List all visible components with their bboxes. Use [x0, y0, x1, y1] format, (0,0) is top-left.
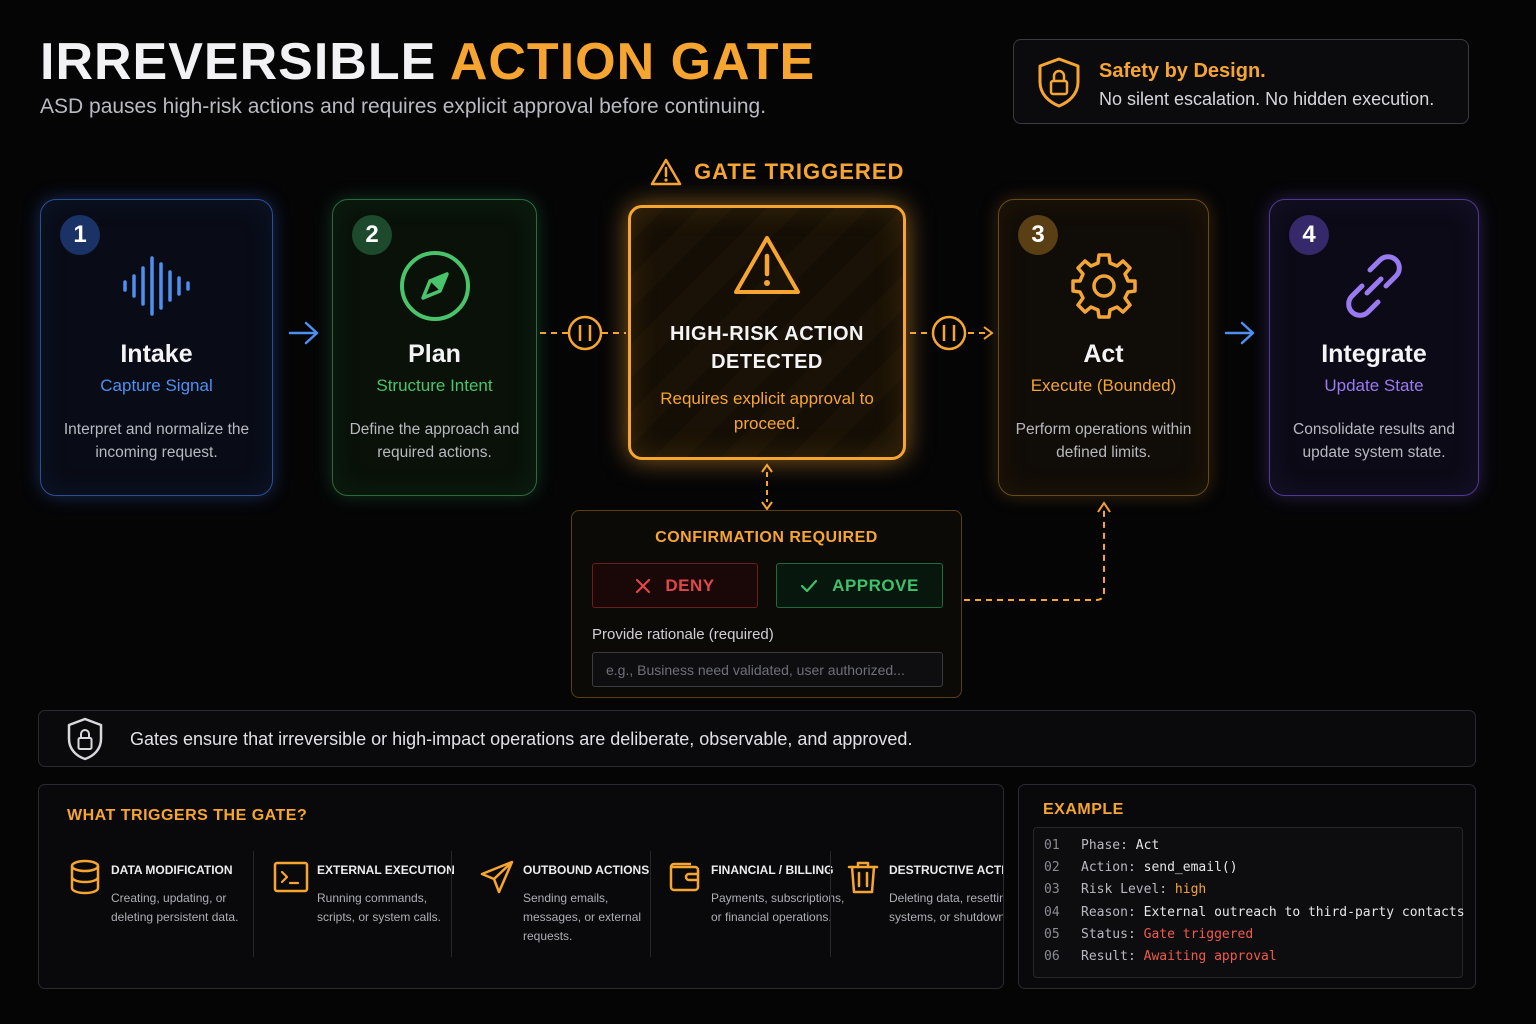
trigger-description: Sending emails, messages, or external re… — [523, 891, 642, 943]
divider — [650, 851, 651, 957]
stage-name: Plan — [408, 340, 461, 368]
trigger-name: OUTBOUND ACTIONS — [523, 863, 650, 877]
arrow-act-to-integrate — [1224, 321, 1255, 345]
trigger-description: Running commands, scripts, or system cal… — [317, 891, 442, 924]
paper-plane-icon — [480, 860, 514, 894]
title-highlight: ACTION GATE — [449, 33, 816, 91]
stage-number-badge: 2 — [352, 215, 392, 255]
pause-icon — [567, 315, 603, 351]
stage-subtitle: Execute (Bounded) — [1030, 376, 1177, 395]
warning-icon — [650, 158, 682, 186]
gate-title-line1: HIGH-RISK ACTION — [670, 323, 864, 345]
rationale-label: Provide rationale (required) — [592, 626, 774, 643]
triggers-panel: WHAT TRIGGERS THE GATE? DATA MODIFICATIO… — [38, 784, 1004, 989]
stage-number-badge: 4 — [1289, 215, 1329, 255]
approve-label: APPROVE — [832, 575, 919, 595]
stage-name: Intake — [120, 340, 193, 368]
waveform-icon — [122, 256, 190, 316]
warning-icon — [734, 236, 800, 294]
stage-subtitle: Update State — [1324, 376, 1424, 395]
stage-description: Define the approach and required actions… — [349, 421, 520, 461]
stage-number-badge: 3 — [1018, 215, 1058, 255]
divider — [451, 851, 452, 957]
gate-note-bar: Gates ensure that irreversible or high-i… — [38, 710, 1476, 767]
database-icon — [70, 859, 100, 895]
trigger-description: Deleting data, resetting systems, or shu… — [889, 891, 1004, 924]
gate-alert-box: HIGH-RISK ACTION DETECTED Requires expli… — [628, 205, 906, 460]
deny-label: DENY — [665, 575, 715, 595]
deny-button[interactable]: DENY — [592, 563, 758, 608]
connector-gate-confirmation — [761, 463, 773, 511]
gate-title-line2: DETECTED — [711, 351, 823, 373]
gear-icon — [1070, 253, 1137, 319]
safety-callout: Safety by Design. No silent escalation. … — [1013, 39, 1469, 124]
stage-subtitle: Capture Signal — [100, 376, 213, 395]
gate-triggered-text: GATE TRIGGERED — [694, 159, 905, 184]
trigger-name: DATA MODIFICATION — [111, 863, 233, 877]
compass-icon — [399, 251, 470, 321]
confirmation-panel: CONFIRMATION REQUIRED DENY APPROVE Provi… — [571, 510, 962, 698]
safety-title: Safety by Design. — [1099, 60, 1266, 82]
example-title: EXAMPLE — [1043, 801, 1124, 818]
stage-card-integrate[interactable]: 4 Integrate Update State Consolidate res… — [1269, 199, 1479, 496]
divider — [253, 851, 254, 957]
stage-description: Interpret and normalize the incoming req… — [63, 421, 250, 461]
stage-name: Act — [1083, 340, 1124, 368]
gate-description: Requires explicit approval to proceed. — [660, 389, 874, 433]
page-subtitle: ASD pauses high-risk actions and require… — [40, 95, 767, 118]
trigger-description: Payments, subscriptions, or financial op… — [711, 891, 845, 924]
stage-description: Perform operations within defined limits… — [1015, 421, 1192, 461]
trigger-name: DESTRUCTIVE ACTIONS — [889, 863, 1003, 877]
trash-icon — [847, 861, 879, 894]
gate-title: HIGH-RISK ACTION DETECTED — [631, 320, 903, 376]
stage-subtitle: Structure Intent — [376, 376, 493, 395]
stage-name: Integrate — [1321, 340, 1427, 368]
terminal-icon — [273, 861, 309, 893]
pause-icon — [931, 315, 967, 351]
stage-card-act[interactable]: 3 Act Execute (Bounded) Perform operatio… — [998, 199, 1209, 496]
trigger-name: FINANCIAL / BILLING — [711, 863, 834, 877]
trigger-name: EXTERNAL EXECUTION — [317, 863, 455, 877]
gate-note-text: Gates ensure that irreversible or high-i… — [130, 729, 913, 749]
safety-text: No silent escalation. No hidden executio… — [1099, 89, 1435, 109]
wallet-icon — [669, 862, 700, 892]
shield-lock-icon — [67, 717, 103, 761]
shield-lock-icon — [1038, 57, 1080, 108]
rationale-input[interactable] — [592, 652, 943, 687]
page-title: IRREVERSIBLE ACTION GATE — [40, 32, 815, 92]
title-main: IRREVERSIBLE — [40, 33, 437, 91]
triggers-title: WHAT TRIGGERS THE GATE? — [67, 807, 308, 824]
trigger-description: Creating, updating, or deleting persiste… — [111, 891, 239, 924]
stage-card-intake[interactable]: 1 Intake Capture Signal Interpret and no… — [40, 199, 273, 496]
approve-button[interactable]: APPROVE — [776, 563, 943, 608]
gate-triggered-label: GATE TRIGGERED — [650, 156, 904, 188]
arrow-intake-to-plan — [288, 321, 319, 345]
stage-description: Consolidate results and update system st… — [1293, 421, 1455, 461]
divider — [830, 851, 831, 957]
stage-card-plan[interactable]: 2 Plan Structure Intent Define the appro… — [332, 199, 537, 496]
confirmation-title: CONFIRMATION REQUIRED — [655, 529, 878, 546]
stage-number-badge: 1 — [60, 215, 100, 255]
checkmark-icon — [801, 579, 818, 592]
connector-confirmation-to-act — [964, 501, 1111, 601]
close-icon — [636, 578, 651, 593]
link-icon — [1346, 254, 1402, 318]
